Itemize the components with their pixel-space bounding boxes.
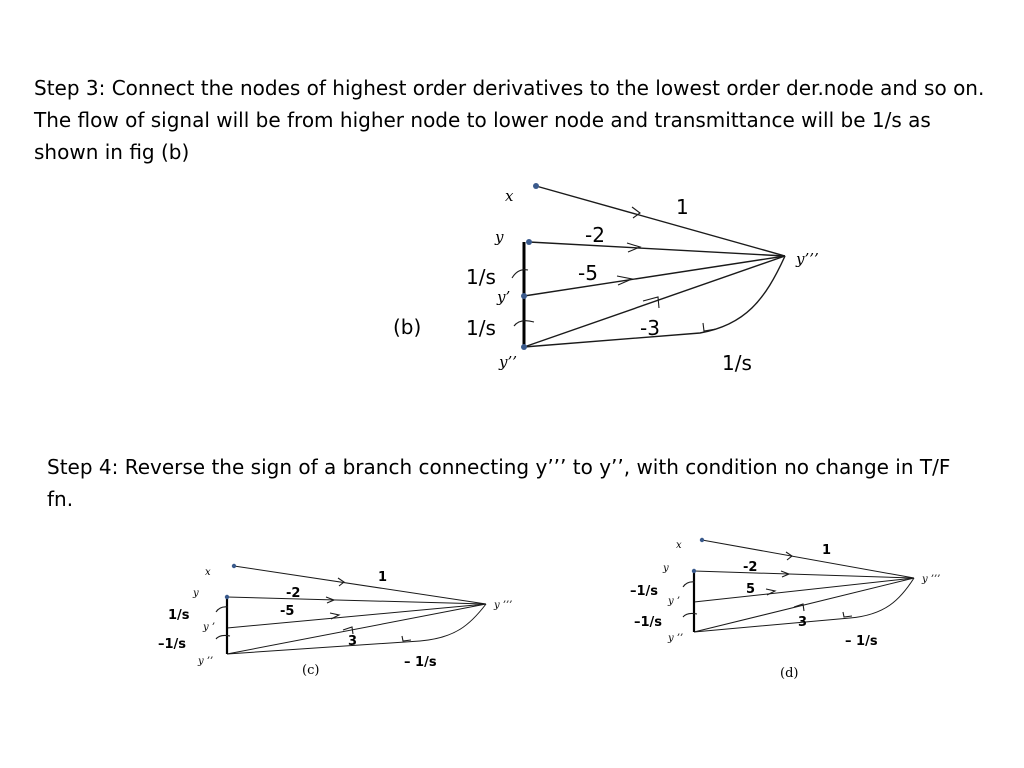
gain-y-y1: –1/s [630,584,658,599]
edge-y2-to-y3 [523,255,786,348]
node-label-x: x [205,567,211,578]
edge-y1-to-y3 [693,577,915,603]
edge-y3-to-y2 [693,577,915,633]
node-dot [691,568,697,574]
edge-x-to-y3 [535,185,786,257]
gain-y1-y2: –1/s [634,615,662,630]
edge-y-to-y3 [528,241,786,257]
arrow-mark [682,581,696,588]
arrow-mark [329,612,341,620]
arrow-mark [631,206,641,219]
node-label-y1: y ’ [667,596,680,607]
gain-y2-y3: -3 [640,316,660,340]
node-dot [699,537,705,543]
figure-d: x y y ’ y ’’ y ’’’ 1 -2 5 3 – 1/s –1/s –… [630,537,940,681]
node-label-y: y [192,588,199,599]
arrow-mark [842,611,853,618]
arrow-mark [337,577,345,587]
node-label-y2: y ’’ [197,656,213,667]
node-label-y2: y ’’ [667,633,683,644]
arrow-mark [702,322,717,332]
gain-y2-y3: 3 [798,615,807,630]
arrow-mark [616,275,634,286]
node-label-y2: y’’ [498,353,517,371]
gain-y2-y3: 3 [348,634,357,649]
edge-y2-to-y3 [693,577,915,633]
arrow-mark [325,596,336,604]
figure-b: x y y’ y’’ y’’’ 1 -2 -5 -3 1/s 1/s 1/s (… [393,183,819,375]
gain-x-y3: 1 [378,570,387,585]
node-dot [231,563,237,569]
arrow-mark [215,606,229,613]
node-dot [224,594,230,600]
arrow-mark [513,320,535,327]
arrow-mark [793,603,805,612]
node-label-y3: y ’’’ [493,600,512,611]
arrow-mark [785,551,793,561]
node-label-x: x [505,187,514,205]
gain-y-y3: -2 [585,223,605,247]
gain-y-y3: -2 [743,560,757,575]
step4-paragraph: Step 4: Reverse the sign of a branch con… [47,455,951,511]
node-label-y3: y ’’’ [921,574,940,585]
node-label-x: x [676,540,682,551]
node-label-y1: y ’ [202,622,215,633]
edge-y3-to-y2 [226,603,487,655]
gain-x-y3: 1 [676,195,689,219]
figure-b-caption: (b) [393,315,421,339]
node-label-y3: y’’’ [795,250,819,268]
edge-y2-to-y3 [226,603,487,655]
gain-y3-y2: 1/s [722,351,752,375]
node-dot [521,293,527,299]
arrow-mark [215,634,231,640]
node-dot [521,344,527,350]
gain-x-y3: 1 [822,543,831,558]
arrow-mark [626,242,642,253]
arrow-mark [765,588,777,596]
arrow-mark [511,269,529,279]
gain-y1-y3: 5 [746,582,755,597]
figure-c-caption: (c) [302,663,319,678]
gain-y1-y2: 1/s [466,316,496,340]
node-label-y: y [494,228,504,246]
gain-y1-y3: -5 [578,261,598,285]
arrow-mark [342,626,354,635]
edge-y-to-y3 [226,596,487,605]
gain-y-y1: 1/s [466,265,496,289]
figure-c: x y y ’ y ’’ y ’’’ 1 -2 -5 3 – 1/s 1/s –… [158,563,512,678]
gain-y-y1: 1/s [168,608,190,623]
edge-x-to-y3 [701,539,915,579]
edge-y1-to-y3 [523,255,786,297]
arrow-mark [401,635,412,642]
edge-y-to-y3 [693,570,915,579]
gain-y1-y2: –1/s [158,637,186,652]
gain-y3-y2: – 1/s [845,634,878,649]
node-label-y1: y’ [496,288,510,306]
edge-x-to-y3 [233,565,487,605]
node-label-y: y [662,563,669,574]
arrow-mark [642,296,660,309]
arrow-mark [682,612,698,618]
step3-paragraph: Step 3: Connect the nodes of highest ord… [34,76,985,164]
edge-y3-to-y2 [523,255,786,348]
edge-y1-to-y3 [226,603,487,629]
gain-y3-y2: – 1/s [404,655,437,670]
gain-y1-y3: -5 [280,604,294,619]
gain-y-y3: -2 [286,586,300,601]
figure-d-caption: (d) [780,666,798,681]
arrow-mark [780,570,791,578]
node-dot [533,183,539,189]
node-dot [526,239,532,245]
